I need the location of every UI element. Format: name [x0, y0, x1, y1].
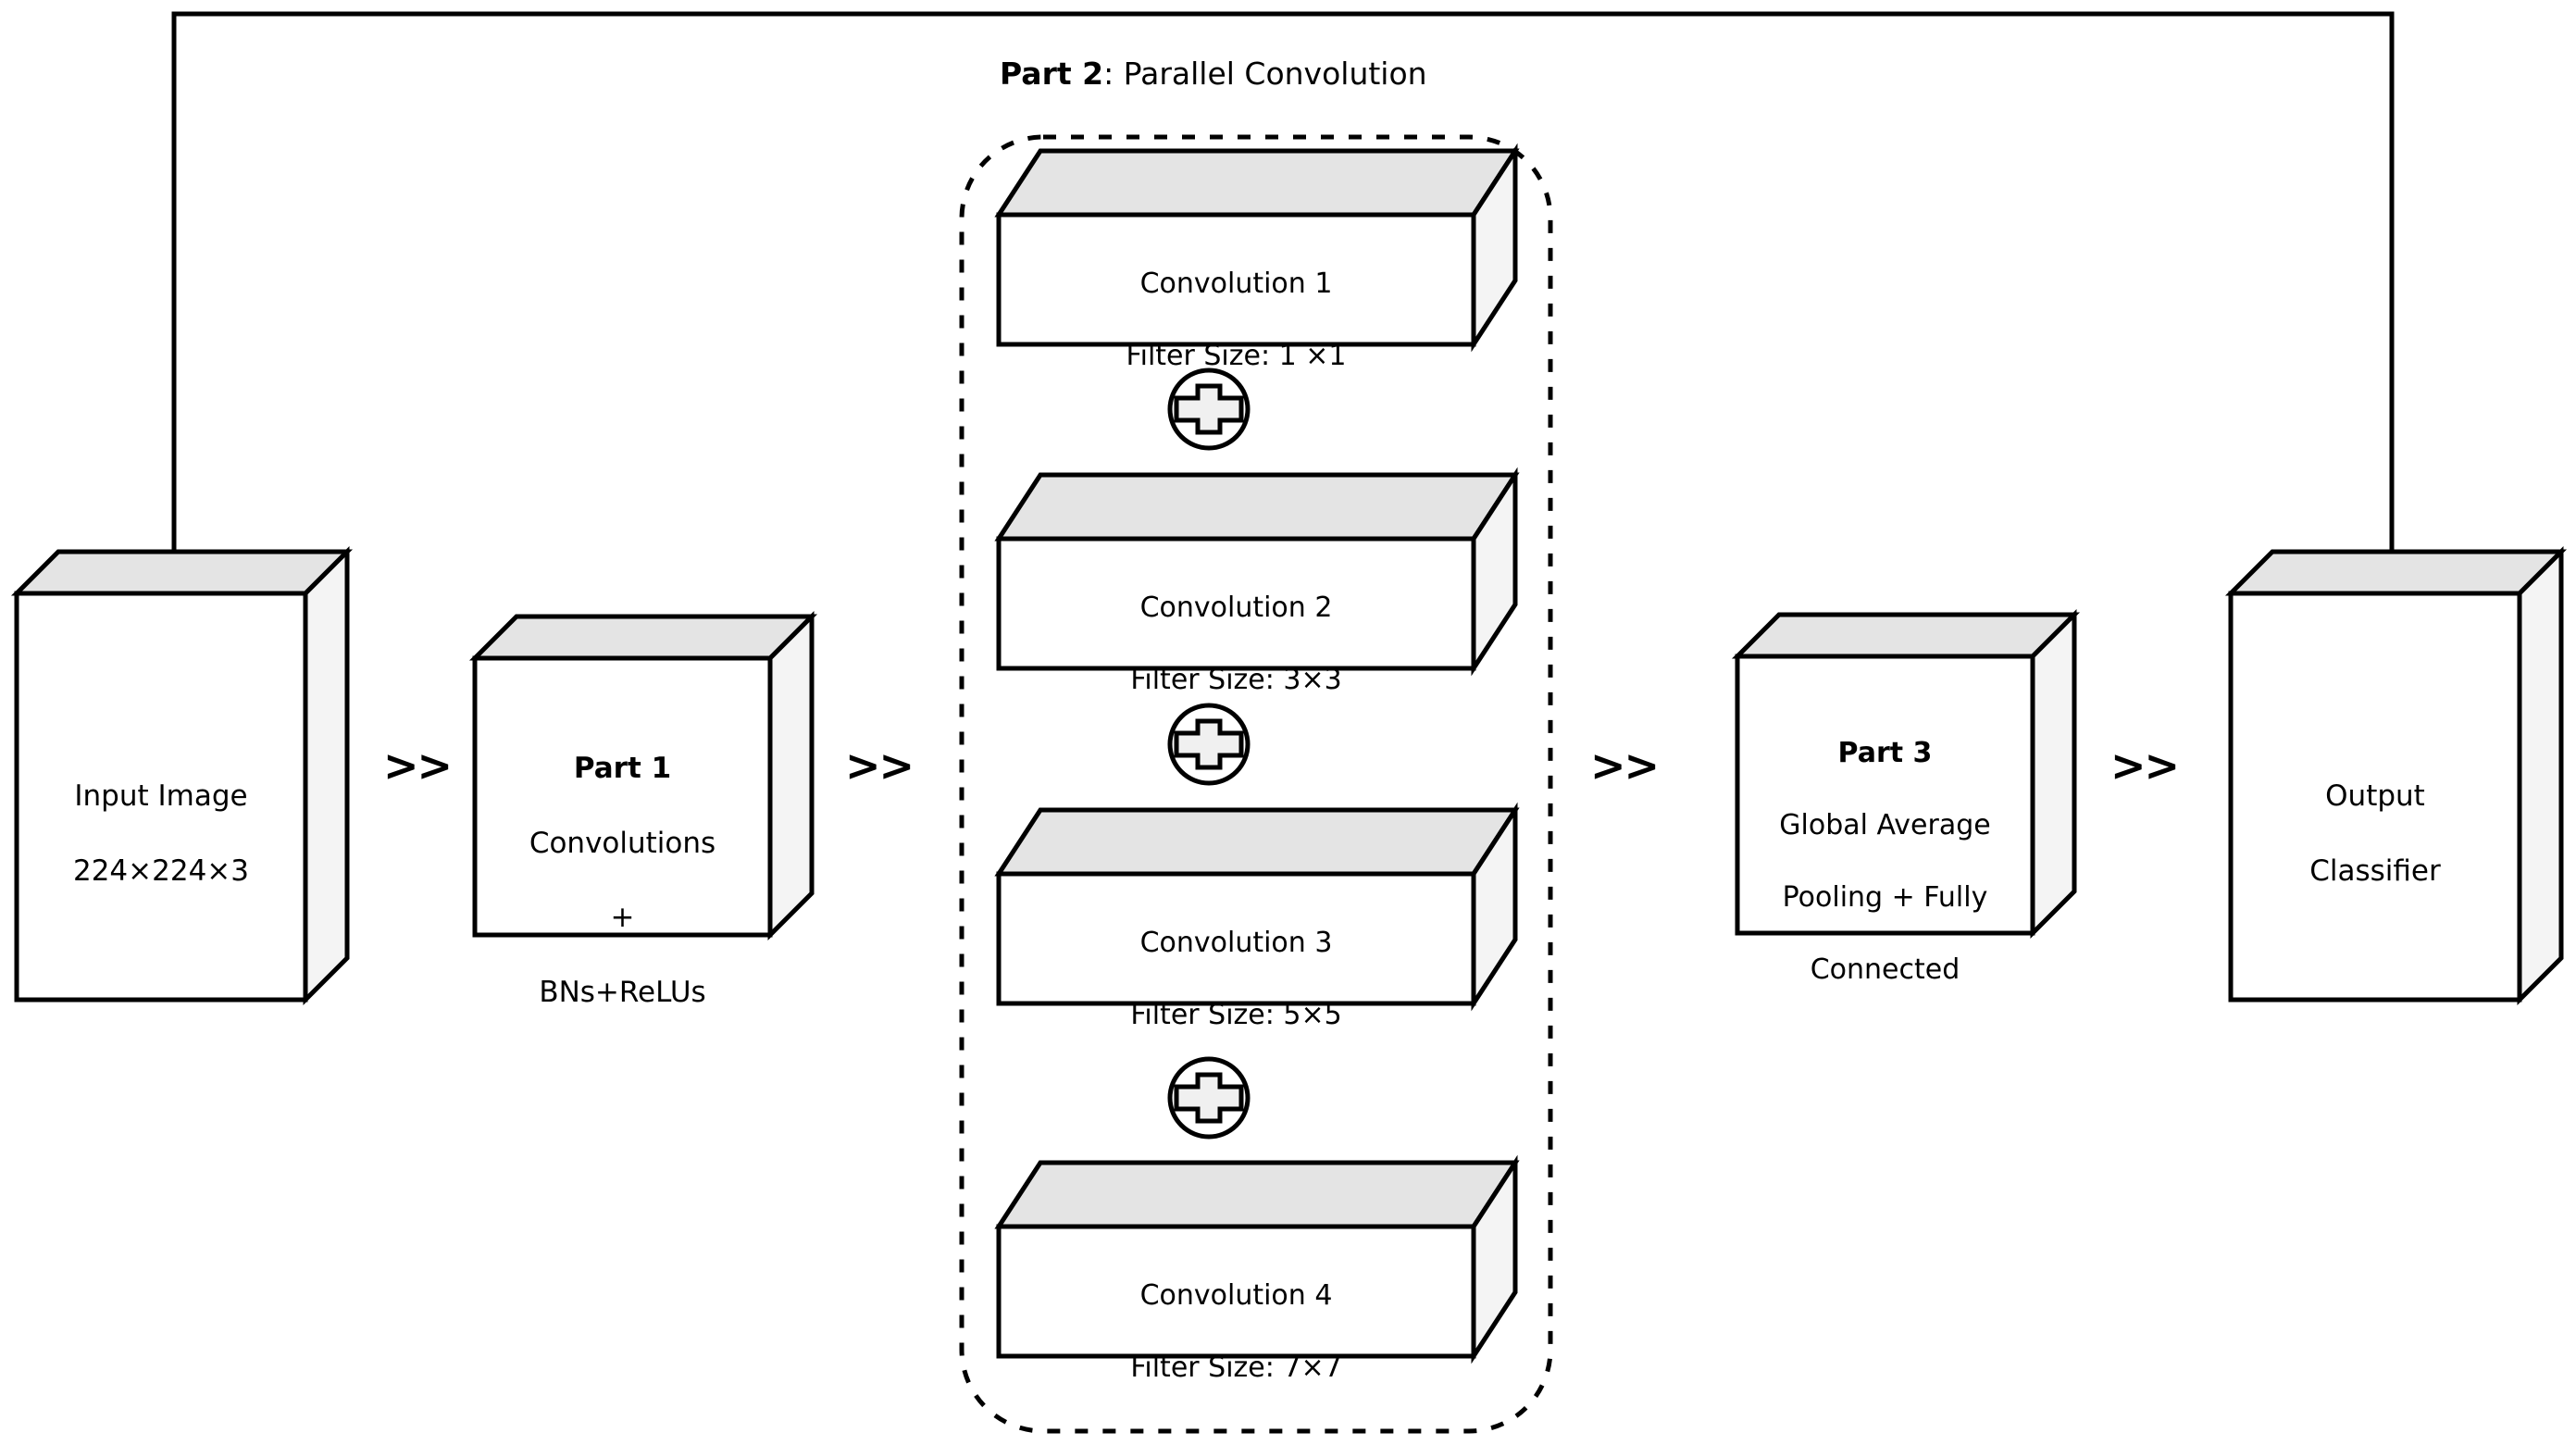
output-classifier-box[interactable]: [2224, 545, 2568, 1006]
part2-dashed-container: [959, 134, 1553, 1434]
connector-input-to-part1: >>: [383, 741, 453, 791]
adder-icon-3: [1167, 1056, 1251, 1140]
adder-icon-2: [1167, 703, 1251, 786]
connector-part2-to-part3: >>: [1590, 741, 1660, 791]
part2-title-bold: Part 2: [1000, 56, 1104, 92]
connector-part1-to-part2: >>: [845, 741, 915, 791]
input-image-box[interactable]: [10, 545, 354, 1006]
part2-title-rest: : Parallel Convolution: [1103, 56, 1427, 92]
part2-section-title: Part 2: Parallel Convolution: [1000, 56, 1427, 92]
convolution-2-box[interactable]: [994, 467, 1520, 677]
convolution-4-box[interactable]: [994, 1154, 1520, 1364]
convolution-3-box[interactable]: [994, 802, 1520, 1012]
adder-icon-1: [1167, 367, 1251, 451]
connector-part3-to-output: >>: [2110, 741, 2180, 791]
part3-box[interactable]: [1731, 608, 2081, 940]
convolution-1-box[interactable]: [994, 143, 1520, 353]
part1-box[interactable]: [468, 610, 818, 941]
